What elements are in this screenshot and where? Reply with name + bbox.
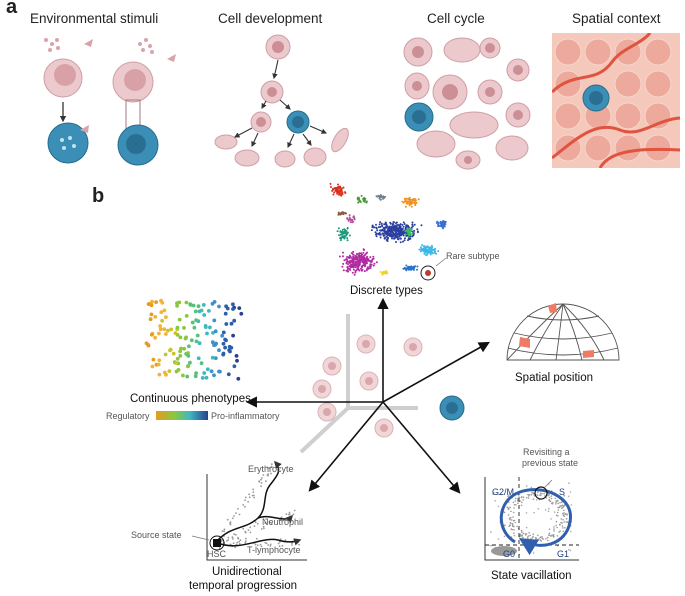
rare-subtype-dot <box>425 270 431 276</box>
temporal-title-line2: temporal progression <box>189 580 298 592</box>
g2m-label: G2/M <box>492 487 515 497</box>
cell-cycle-group <box>403 37 531 170</box>
g0-label: G0 <box>503 549 516 559</box>
colorbar-high-label: Pro-inflammatory <box>211 411 280 421</box>
neutrophil-label: Neutrophil <box>262 517 304 527</box>
main-arrows <box>245 297 490 494</box>
t-lymphocyte-label: T-lymphocyte <box>247 545 301 555</box>
g1-label: G1 <box>557 549 570 559</box>
temporal-title-line1: Unidirectional <box>212 566 282 578</box>
central-cells <box>312 334 465 438</box>
continuous-phenotypes-scatter <box>144 298 244 381</box>
colorbar-low-label: Regulatory <box>106 411 150 421</box>
phenotype-colorbar <box>156 411 208 420</box>
discrete-types-title: Discrete types <box>350 285 423 297</box>
s-phase-label: S <box>559 487 566 497</box>
revisit-label-line1: Revisiting a <box>523 447 570 457</box>
spatial-position-title: Spatial position <box>515 372 593 384</box>
spatial-position-markers <box>519 303 594 358</box>
rare-subtype-circle <box>420 265 436 281</box>
discrete-types-clusters <box>329 182 447 276</box>
central-axes <box>299 314 418 454</box>
revisit-label-line2: previous state <box>522 458 579 468</box>
title-cell-cycle: Cell cycle <box>427 11 485 26</box>
rare-subtype-label: Rare subtype <box>446 251 500 261</box>
spatial-position-dome <box>506 303 620 361</box>
state-vacillation-title: State vacillation <box>491 570 572 582</box>
env-stimuli-group <box>43 38 176 166</box>
continuous-phenotypes-title: Continuous phenotypes <box>130 393 251 405</box>
hsc-label: HSC <box>207 549 227 559</box>
panel-a-letter: a <box>6 0 18 18</box>
erythrocyte-label: Erythrocyte <box>248 464 294 474</box>
panel-b-letter: b <box>92 185 105 207</box>
title-environmental-stimuli: Environmental stimuli <box>30 11 159 26</box>
cell-development-group <box>214 34 349 168</box>
temporal-progression-plot <box>191 460 307 561</box>
source-state-label: Source state <box>131 530 182 540</box>
title-cell-development: Cell development <box>218 11 323 26</box>
state-vacillation-plot <box>484 477 579 561</box>
title-spatial-context: Spatial context <box>572 11 661 26</box>
spatial-context-group <box>552 33 680 168</box>
